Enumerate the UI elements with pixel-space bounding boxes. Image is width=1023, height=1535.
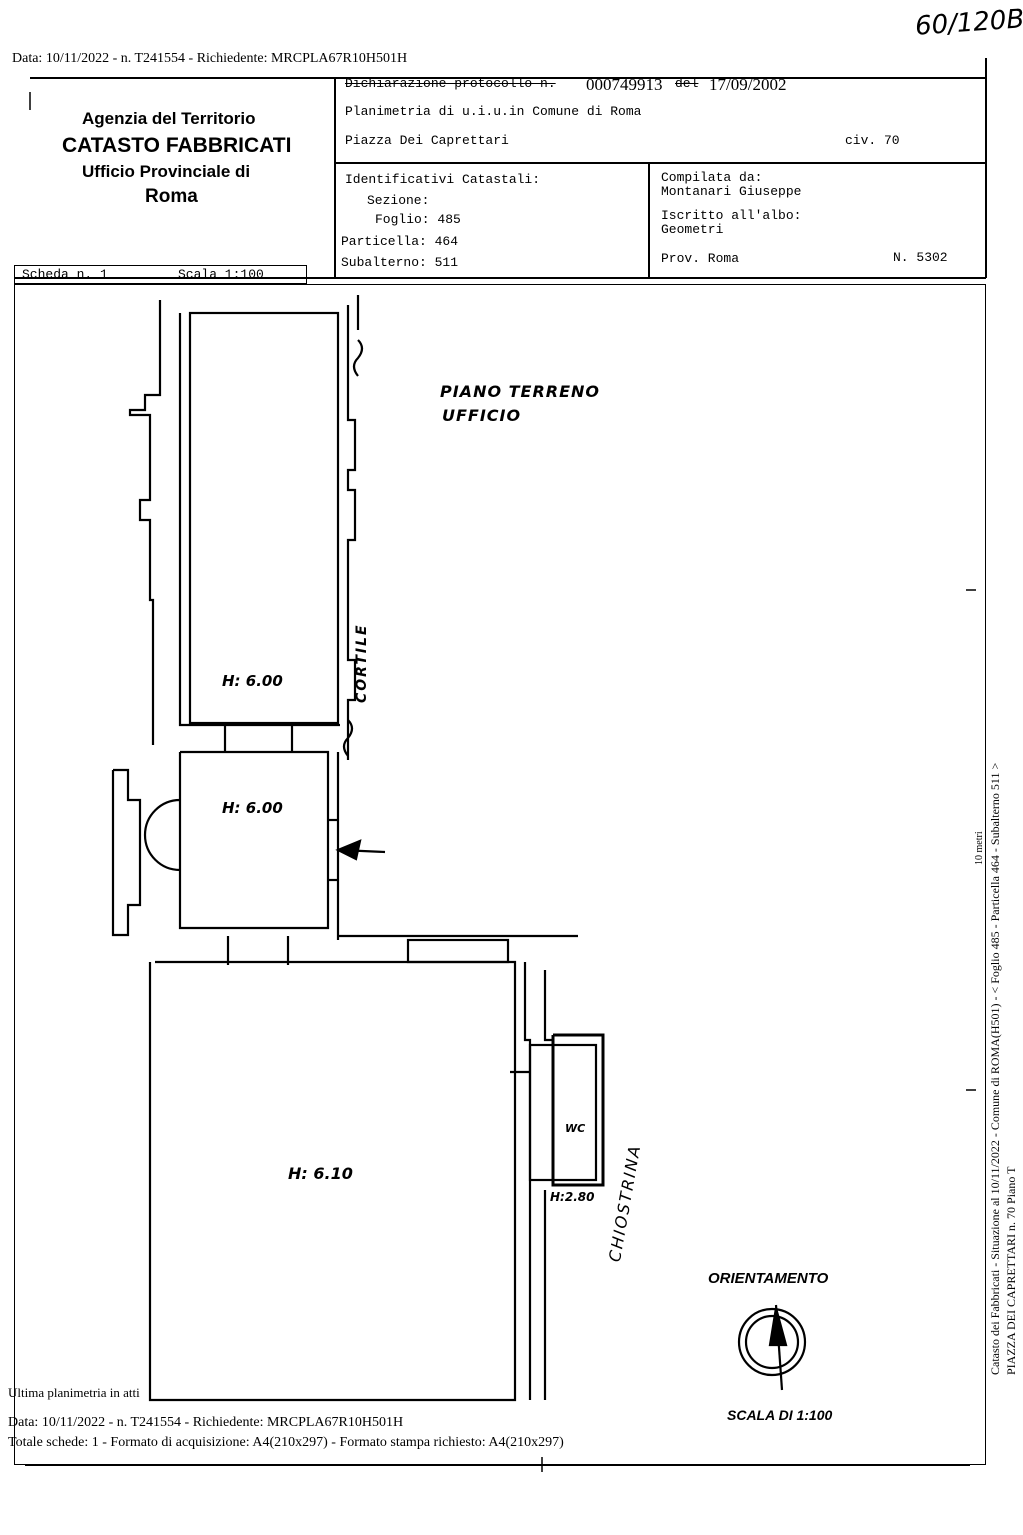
side-reference-line1: Catasto dei Fabbricati - Situazione al 1… (988, 762, 1002, 1375)
floor-label: PIANO TERRENO (440, 382, 601, 401)
subalterno: Subalterno: 511 (341, 255, 459, 270)
office-city: Roma (145, 186, 198, 207)
declaration-date: 17/09/2002 (709, 75, 787, 94)
frame-top-line (30, 77, 986, 79)
particella: Particella: 464 (341, 234, 459, 249)
identifiers-title: Identificativi Catastali: (345, 172, 541, 187)
room-height-2: H: 6.00 (222, 799, 283, 817)
compiled-label: Compilata da: (661, 170, 763, 185)
sezione: Sezione: (367, 193, 430, 208)
wc-label: WC (565, 1122, 586, 1135)
courtyard-label: CORTILE (354, 623, 370, 703)
frame-line-2 (334, 162, 986, 164)
frame-right-edge (985, 58, 987, 278)
frame-divider-left (334, 77, 336, 277)
wc-room (528, 1043, 598, 1182)
declaration-number: 000749913 (586, 75, 663, 94)
use-label: UFFICIO (442, 406, 522, 425)
frame-divider-right (648, 162, 650, 277)
upper-room (188, 311, 340, 725)
declaration-date-label: del (675, 76, 699, 91)
albo-value: Geometri (661, 222, 724, 237)
foglio: Foglio: 485 (375, 212, 461, 227)
side-scale-mm: 10 metri (974, 831, 985, 865)
scheda-number: Scheda n. 1 (22, 267, 108, 282)
scheda-scale: Scala 1:100 (178, 267, 264, 282)
footer-last-plan: Ultima planimetria in atti (8, 1385, 140, 1400)
civic-number: civ. 70 (845, 133, 900, 148)
province: Prov. Roma (661, 251, 740, 266)
orientation-label: ORIENTAMENTO (708, 1270, 829, 1287)
room-height-1: H: 6.00 (222, 672, 283, 690)
scale-note: SCALA DI 1:100 (727, 1407, 833, 1423)
footer-request: Data: 10/11/2022 - n. T241554 - Richiede… (8, 1415, 404, 1430)
scheda-box (14, 265, 307, 284)
agency-name: Agenzia del Territorio (82, 109, 256, 128)
wc-height: H:2.80 (550, 1190, 595, 1204)
side-reference-line2: PIAZZA DEI CAPRETTARI n. 70 Piano T (1004, 1166, 1018, 1375)
albo-label: Iscritto all'albo: (661, 208, 802, 223)
frame-line-3 (14, 277, 986, 279)
footer-line (25, 1464, 970, 1466)
declaration-label: Dichiarazione protocollo n. (345, 76, 556, 91)
room-height-3: H: 6.10 (288, 1164, 353, 1183)
plan-title: Planimetria di u.i.u.in Comune di Roma (345, 104, 642, 119)
office-label: Ufficio Provinciale di (82, 162, 251, 181)
compass (737, 1307, 807, 1377)
request-header: Data: 10/11/2022 - n. T241554 - Richiede… (12, 51, 408, 66)
address: Piazza Dei Caprettari (345, 133, 509, 148)
catasto-title: CATASTO FABBRICATI (62, 134, 292, 157)
footer-totals: Totale schede: 1 - Formato di acquisizio… (8, 1435, 564, 1450)
registration-number: N. 5302 (893, 250, 948, 265)
niche (143, 798, 181, 872)
compiler-name: Montanari Giuseppe (661, 184, 802, 199)
